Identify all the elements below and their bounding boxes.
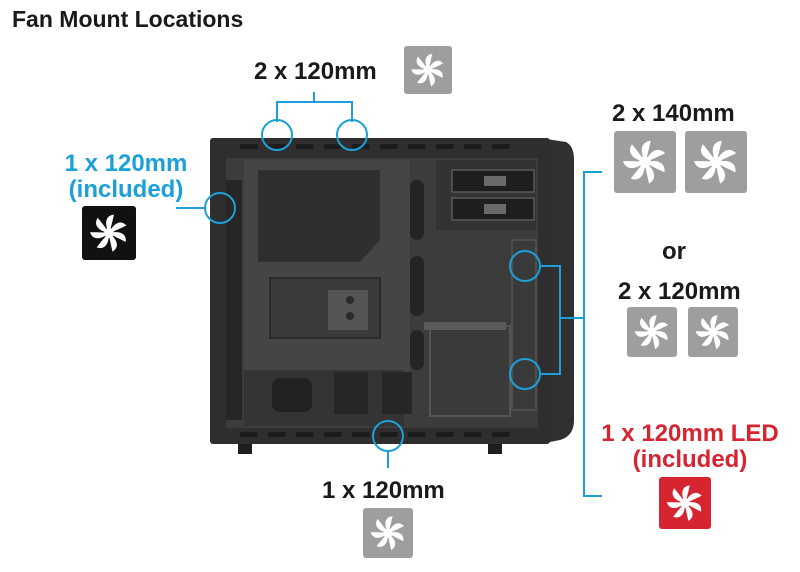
led-fan-included-label: (included)	[632, 446, 748, 473]
fan-icon	[659, 477, 711, 529]
fan-icon	[82, 206, 136, 260]
or-label: or	[662, 238, 686, 265]
fan-icon	[404, 46, 452, 94]
top-mount-label: 2 x 120mm	[254, 58, 377, 85]
bottom-mount-callout	[372, 420, 404, 468]
fan-icon	[688, 307, 738, 357]
bottom-mount-label: 1 x 120mm	[322, 477, 445, 504]
front-mount-callout	[509, 171, 602, 497]
rear-mount-included-label: (included)	[68, 176, 184, 203]
page-title: Fan Mount Locations	[12, 6, 244, 32]
rear-mount-callout	[176, 192, 236, 224]
front-140mm-label: 2 x 140mm	[612, 100, 735, 127]
fan-icon	[685, 131, 747, 193]
top-mount-callout	[261, 92, 368, 151]
computer-case-icon	[210, 138, 574, 454]
rear-mount-label: 1 x 120mm	[64, 150, 188, 177]
fan-icon	[363, 508, 413, 558]
led-fan-label: 1 x 120mm LED	[601, 420, 779, 447]
front-120mm-label: 2 x 120mm	[618, 278, 741, 305]
fan-icon	[627, 307, 677, 357]
fan-icon	[614, 131, 676, 193]
